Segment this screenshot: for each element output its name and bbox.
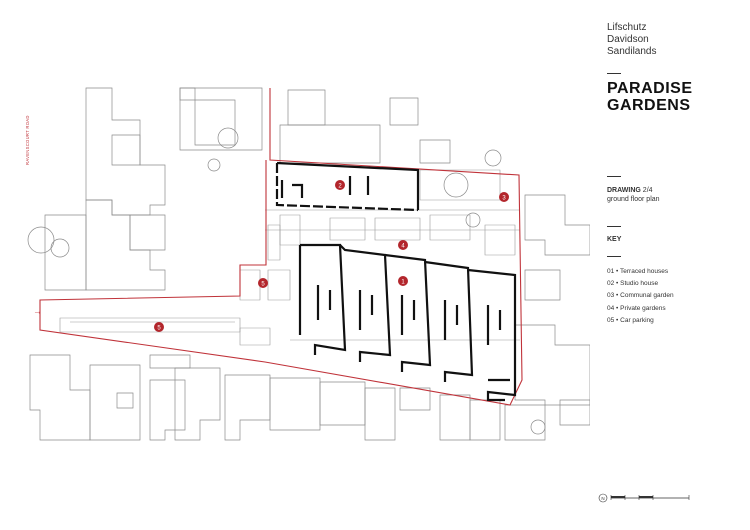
key-item: 04 • Private gardens — [607, 303, 674, 315]
marker-3-label: 3 — [502, 196, 506, 202]
marker-5-south-label: 5 — [157, 326, 161, 332]
studio-house — [275, 161, 420, 212]
divider — [607, 226, 621, 227]
divider — [607, 73, 621, 74]
marker-4: 4 — [398, 240, 408, 250]
key-item-number: 01 — [607, 268, 615, 275]
key-item-bullet: • — [616, 316, 619, 324]
key-item-bullet: • — [616, 292, 619, 300]
drawing-description: ground floor plan — [607, 196, 660, 203]
title-line-1: PARADISE — [607, 80, 693, 97]
site-boundary — [39, 88, 523, 406]
marker-2: 2 — [335, 180, 345, 190]
key-item-label: Studio house — [620, 280, 659, 288]
north-label: N — [601, 496, 604, 501]
firm-line-2: Davidson — [607, 34, 649, 45]
key-item-bullet: • — [616, 280, 619, 288]
key-item-number: 02 — [607, 280, 615, 288]
firm-name: Lifschutz Davidson Sandilands — [607, 22, 656, 58]
key-item-number: 04 — [607, 304, 615, 312]
marker-2-label: 2 — [338, 184, 342, 190]
marker-1-label: 1 — [401, 280, 405, 286]
drawing-number: 2/4 — [642, 187, 653, 194]
key-item-bullet: • — [616, 304, 619, 312]
marker-1: 1 — [398, 276, 408, 286]
marker-3: 3 — [499, 192, 509, 202]
key-item-number: 05 — [607, 316, 615, 324]
key-item-label: Car parking — [620, 316, 654, 324]
key-heading: KEY — [607, 236, 622, 243]
title-panel: Lifschutz Davidson Sandilands PARADISE G… — [598, 0, 747, 530]
key-item-bullet: • — [616, 268, 619, 275]
key-item-number: 03 — [607, 292, 615, 300]
key-item: 02 • Studio house — [607, 278, 674, 290]
key-item: 01 • Terraced houses — [607, 266, 674, 278]
key-item: 05 • Car parking — [607, 315, 674, 327]
marker-5-north-label: 5 — [261, 282, 265, 288]
key-item-label: Terraced houses — [620, 268, 669, 275]
firm-line-1: Lifschutz — [607, 22, 647, 33]
terraced-houses — [298, 243, 517, 402]
marker-5-north: 5 — [258, 278, 268, 288]
drawing-info: DRAWING 2/4 ground floor plan — [607, 186, 660, 204]
site-plan: → RAVENSCOURT ROAD 1 2 3 4 5 5 — [25, 87, 590, 441]
entrance-arrow: → — [33, 306, 42, 316]
divider — [607, 176, 621, 177]
context-buildings — [27, 87, 590, 441]
road-label: RAVENSCOURT ROAD — [25, 115, 30, 165]
drawing-label: DRAWING — [607, 187, 641, 194]
key-item-label: Private gardens — [620, 304, 666, 312]
marker-4-label: 4 — [401, 244, 405, 250]
key-item-label: Communal garden — [620, 292, 674, 300]
title-line-2: GARDENS — [607, 97, 691, 114]
firm-line-3: Sandilands — [607, 46, 657, 57]
north-icon: N — [598, 493, 608, 503]
scale-bar: N — [598, 493, 690, 503]
project-title: PARADISE GARDENS — [607, 80, 693, 114]
key-item: 03 • Communal garden — [607, 290, 674, 302]
divider — [607, 256, 621, 257]
marker-5-south: 5 — [154, 322, 164, 332]
key-list: 01 • Terraced houses 02 • Studio house 0… — [607, 266, 674, 327]
